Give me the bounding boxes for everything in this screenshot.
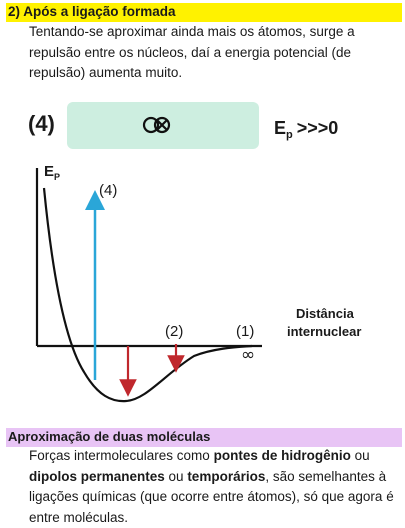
point-label-2: (2)	[165, 323, 183, 340]
energy-relation: Ep>>>0	[274, 118, 338, 141]
section-heading-molecules: Aproximação de duas moléculas	[6, 428, 402, 447]
potential-energy-diagram: (4) Ep>>>0 EP (4) (2) (1) ∞ Distância in…	[28, 102, 361, 403]
y-axis-label: EP	[44, 163, 60, 182]
stage-label: (4)	[28, 111, 55, 136]
overlapping-atoms-icon	[142, 116, 171, 134]
repulsion-paragraph: Tentando-se aproximar ainda mais os átom…	[29, 24, 355, 80]
section-heading-bond-formed: 2) Após a ligação formada	[6, 3, 402, 22]
x-axis-label-line1: Distância	[296, 306, 355, 321]
point-label-1: (1)	[236, 323, 254, 340]
potential-curve	[42, 187, 253, 403]
infinity-symbol: ∞	[241, 345, 255, 365]
point-label-4: (4)	[99, 182, 117, 199]
intermolecular-paragraph: Forças intermoleculares como pontes de h…	[29, 448, 394, 525]
x-axis-label-line2: internuclear	[287, 324, 361, 339]
